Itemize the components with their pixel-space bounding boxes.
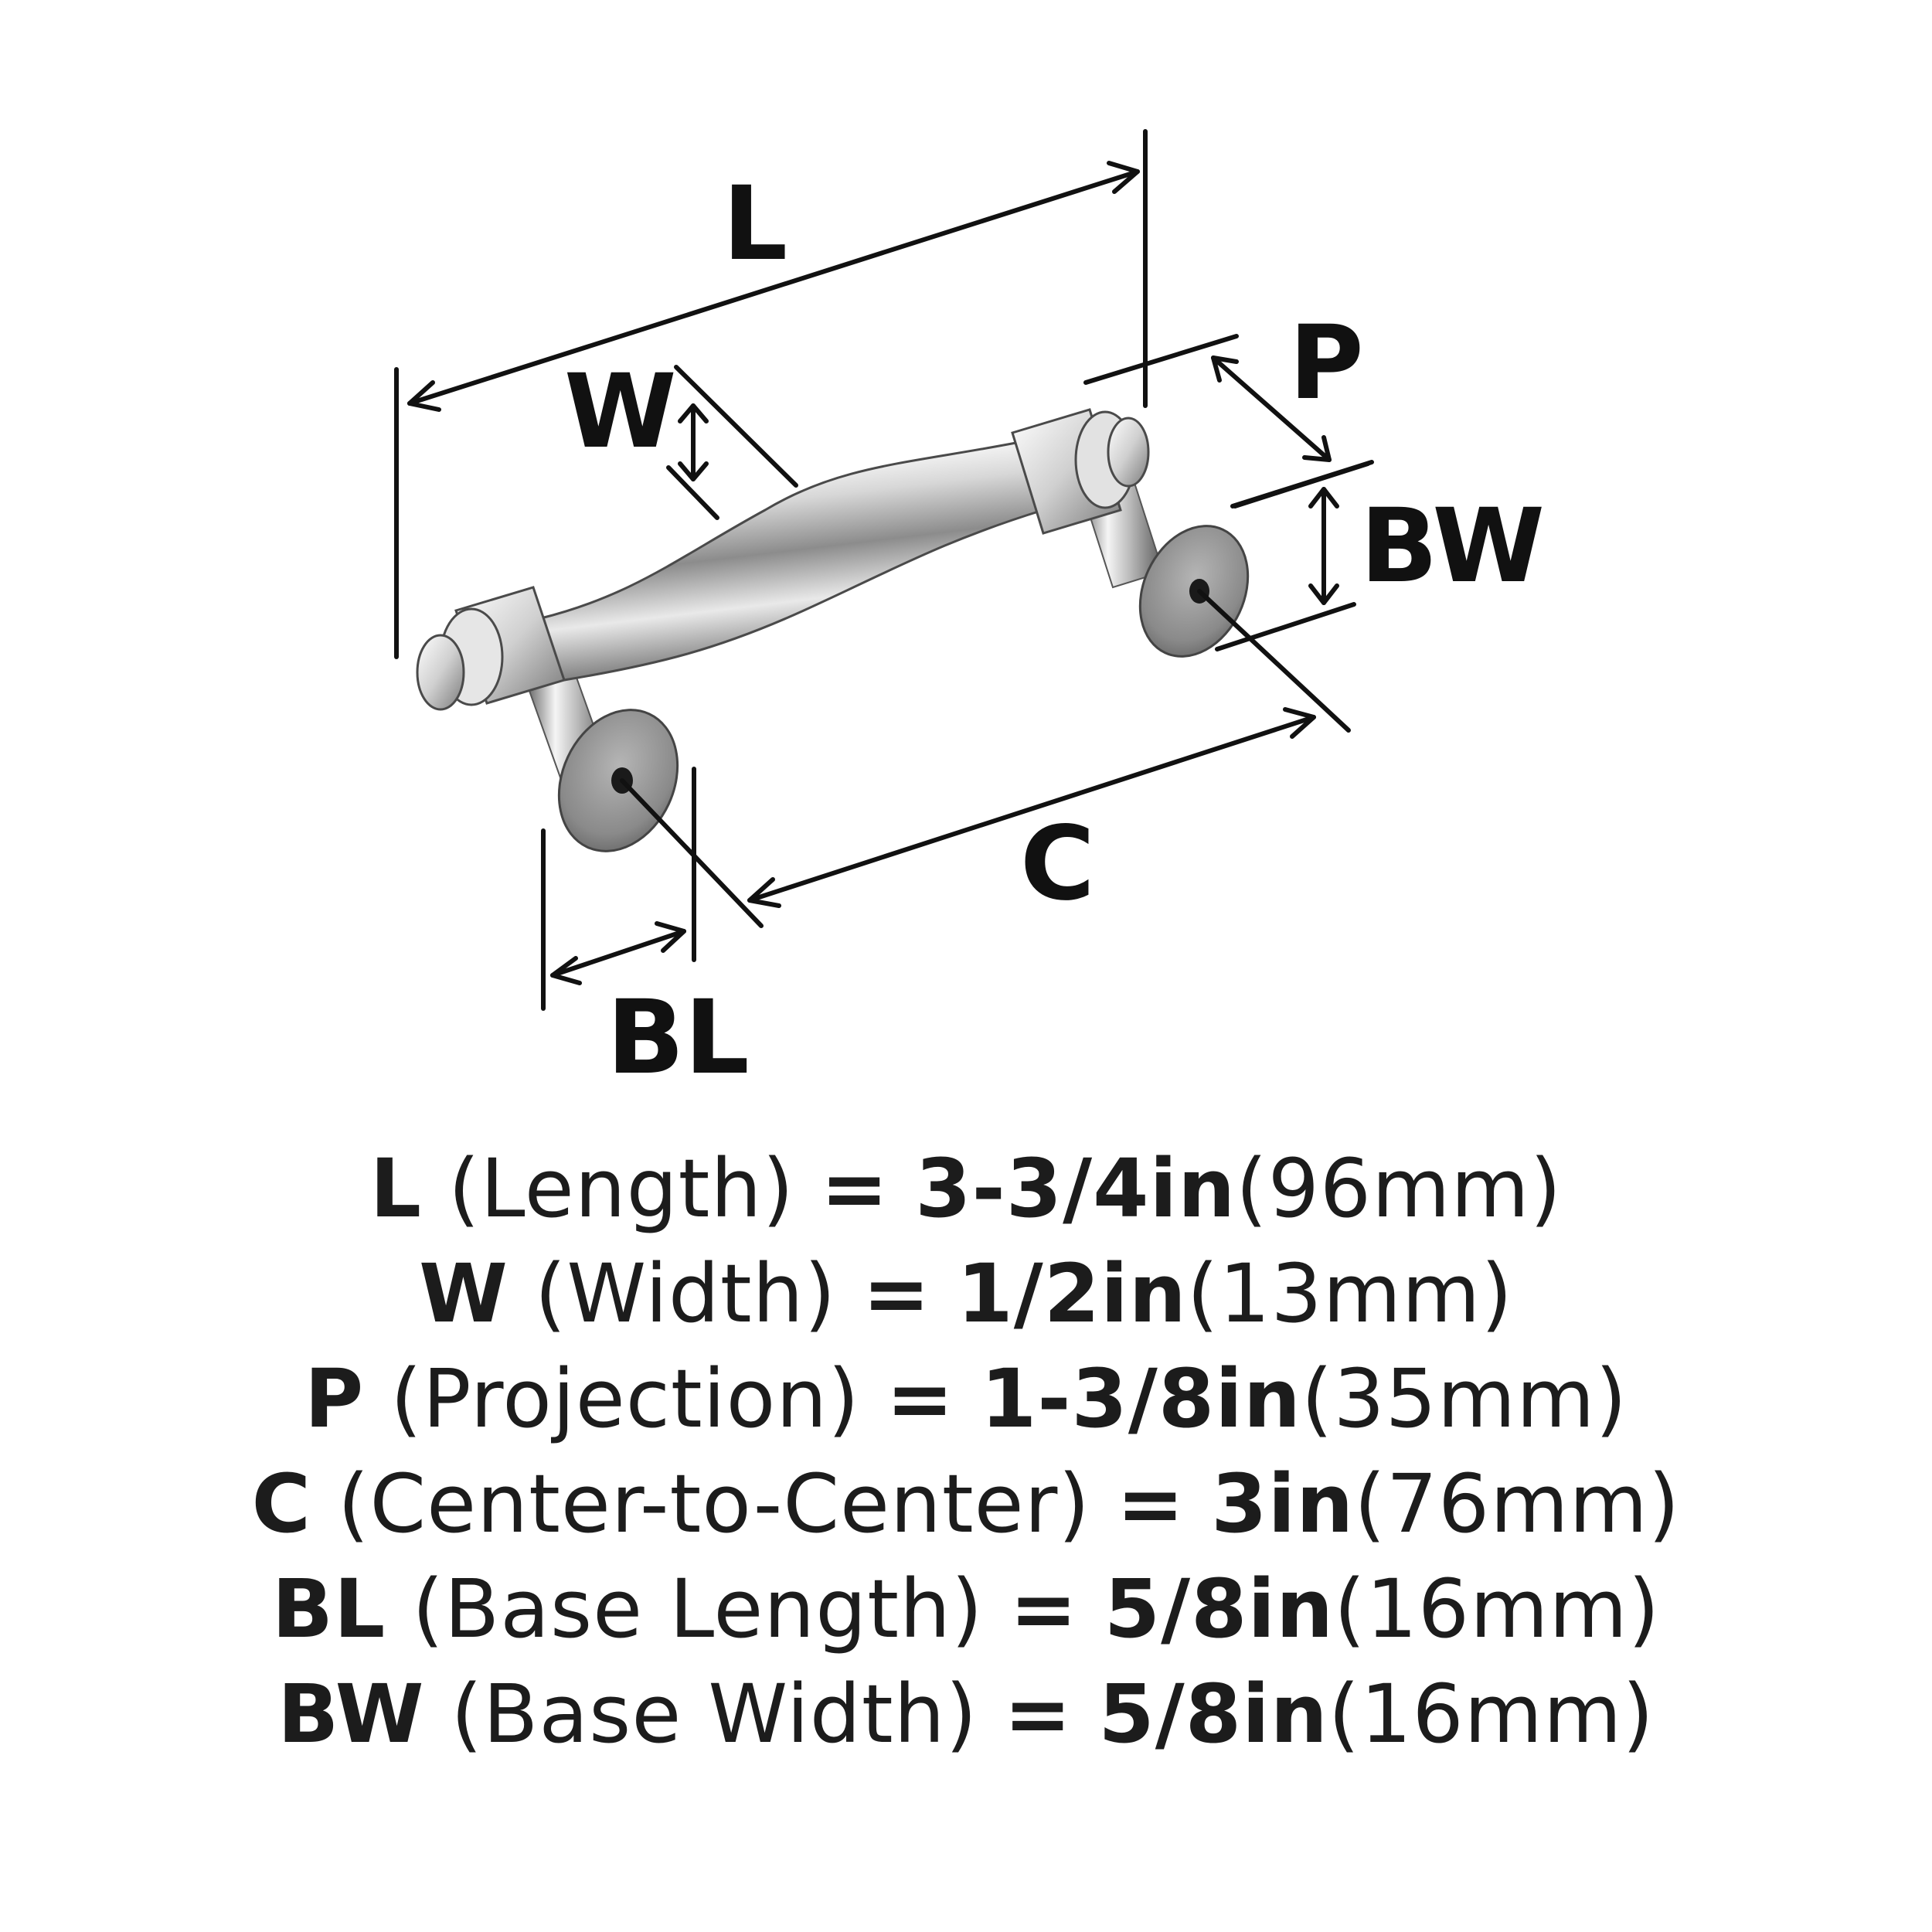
w-extension-bottom <box>666 465 719 520</box>
label-bw: BW <box>1360 487 1545 606</box>
right-cap <box>1107 417 1150 488</box>
spec-equals: = <box>886 1352 954 1446</box>
p-arrow-top <box>1211 355 1239 383</box>
spec-imperial-value: 1/2in <box>957 1247 1187 1341</box>
p-extension-top <box>1083 334 1239 385</box>
spec-description: (Projection) <box>390 1352 860 1446</box>
bl-arrow-right <box>655 921 686 953</box>
l-dimension-line <box>407 169 1140 406</box>
spec-code: BW <box>277 1667 425 1761</box>
spec-center-to-center: C (Center-to-Center) = 3in(76mm) <box>0 1451 1932 1556</box>
spec-code: BL <box>271 1562 386 1656</box>
spec-code: W <box>419 1247 509 1341</box>
cabinet-pull-illustration <box>416 408 1250 852</box>
spec-equals: = <box>862 1247 931 1341</box>
label-p: P <box>1289 304 1364 423</box>
label-l: L <box>723 165 787 284</box>
specification-list: L (Length) = 3-3/4in(96mm) W (Width) = 1… <box>0 1136 1932 1767</box>
spec-equals: = <box>821 1141 889 1236</box>
bl-dimension-line <box>550 929 686 978</box>
spec-base-length: BL (Base Length) = 5/8in(16mm) <box>0 1556 1932 1662</box>
spec-metric-value: (13mm) <box>1186 1247 1513 1341</box>
spec-base-width: BW (Base Width) = 5/8in(16mm) <box>0 1662 1932 1767</box>
bar-body <box>539 439 1045 682</box>
bw-extension-top <box>1233 461 1370 509</box>
bw-extension-bottom <box>1215 602 1356 651</box>
spec-description: (Center-to-Center) <box>337 1457 1090 1551</box>
bl-arrow-left <box>550 956 582 985</box>
spec-equals: = <box>1117 1457 1185 1551</box>
spec-width: W (Width) = 1/2in(13mm) <box>0 1241 1932 1346</box>
w-arrow-bottom <box>678 461 709 481</box>
spec-code: L <box>369 1141 423 1236</box>
p-arrow-bottom <box>1302 435 1332 462</box>
label-bl: BL <box>607 978 750 1097</box>
label-c: C <box>1020 804 1095 923</box>
spec-description: (Width) <box>534 1247 837 1341</box>
spec-metric-value: (16mm) <box>1328 1667 1655 1761</box>
label-w: W <box>564 352 677 471</box>
spec-description: (Base Width) <box>451 1667 978 1761</box>
w-arrow-top <box>678 403 709 423</box>
bw-arrow-top <box>1308 487 1339 509</box>
spec-projection: P (Projection) = 1-3/8in(35mm) <box>0 1346 1932 1451</box>
spec-equals: = <box>1004 1667 1073 1761</box>
c-arrow-right <box>1283 707 1316 739</box>
dimension-diagram: L W P BW C BL <box>394 129 1545 1097</box>
spec-imperial-value: 3-3/4in <box>915 1141 1236 1236</box>
spec-imperial-value: 1-3/8in <box>980 1352 1301 1446</box>
spec-metric-value: (16mm) <box>1334 1562 1661 1656</box>
spec-metric-value: (76mm) <box>1354 1457 1681 1551</box>
c-dimension-line <box>747 715 1316 903</box>
l-arrow-right <box>1107 161 1140 194</box>
spec-metric-value: (35mm) <box>1301 1352 1628 1446</box>
spec-imperial-value: 5/8in <box>1104 1562 1335 1656</box>
spec-description: (Base Length) <box>412 1562 984 1656</box>
l-arrow-left <box>407 380 441 412</box>
spec-length: L (Length) = 3-3/4in(96mm) <box>0 1136 1932 1241</box>
spec-code: C <box>251 1457 311 1551</box>
spec-imperial-value: 3in <box>1211 1457 1355 1551</box>
dimension-lines <box>394 129 1374 1011</box>
left-cap <box>416 634 465 711</box>
bw-arrow-bottom <box>1308 583 1339 605</box>
spec-imperial-value: 5/8in <box>1098 1667 1328 1761</box>
spec-code: P <box>304 1352 365 1446</box>
w-extension-top <box>674 365 798 488</box>
spec-description: (Length) <box>448 1141 794 1236</box>
spec-metric-value: (96mm) <box>1236 1141 1563 1236</box>
p-dimension-line <box>1211 355 1332 462</box>
spec-equals: = <box>1009 1562 1078 1656</box>
c-arrow-left <box>747 877 781 908</box>
c-centerline-right <box>1197 589 1351 733</box>
